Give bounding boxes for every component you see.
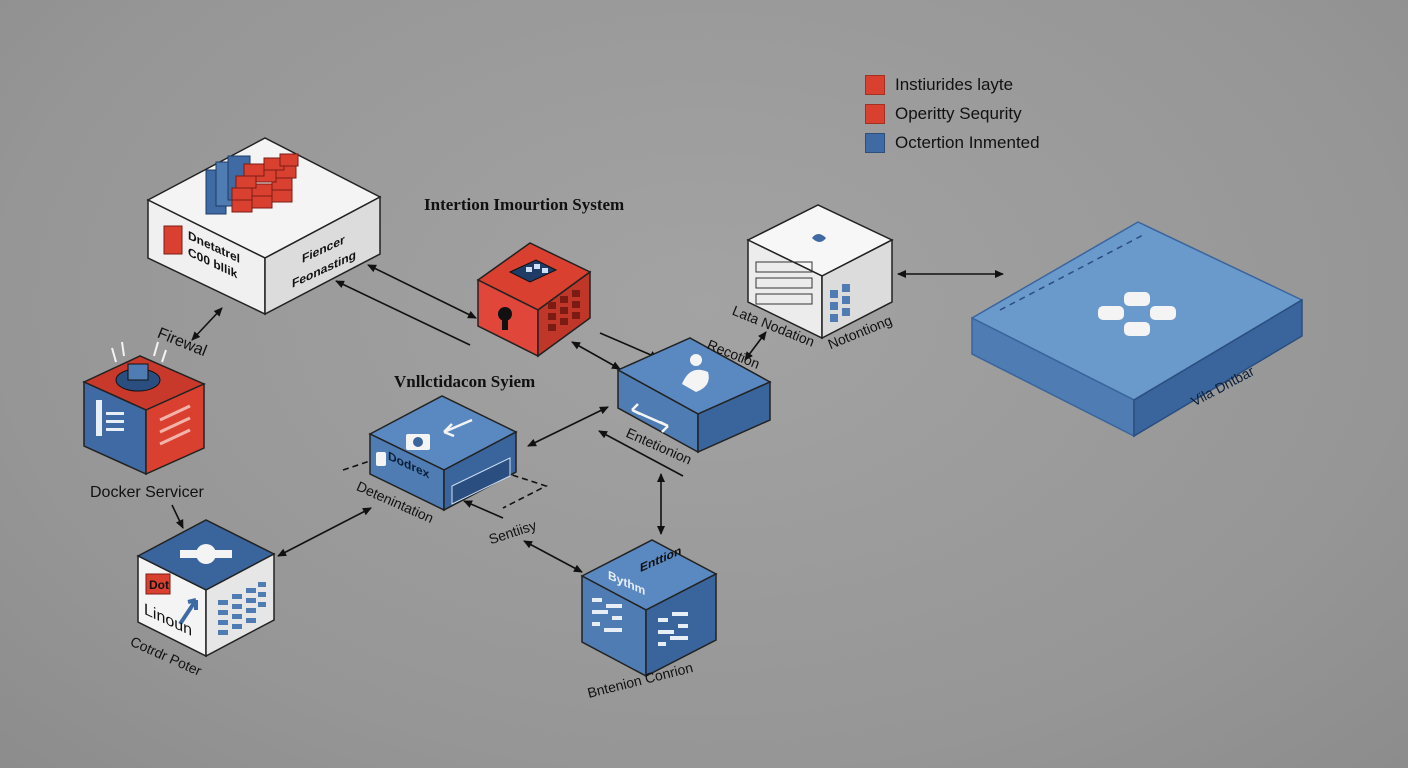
double-arrow-icon — [631, 403, 669, 433]
edge-container-mid — [277, 507, 372, 557]
docker-label: Docker Servicer — [90, 484, 204, 501]
edge-redcube-center — [571, 341, 621, 370]
container-badge-text: Dot — [149, 578, 169, 592]
grid-list-icon — [218, 582, 266, 635]
edge-trbox-center — [744, 331, 767, 361]
node-platform[interactable] — [971, 221, 1303, 438]
edge-mid-center — [527, 406, 609, 447]
edge-docker-container — [171, 504, 184, 529]
platform-logo-icon — [1098, 292, 1176, 336]
intention-system-title: Intertion Imourtion System — [424, 195, 625, 214]
node-top-box[interactable] — [146, 137, 382, 316]
platform-dashed-line — [999, 233, 1146, 311]
camera-small-icon — [376, 452, 386, 466]
edge-security-arrow — [463, 500, 504, 519]
node-data-node-box[interactable] — [746, 204, 894, 340]
panel-grid-icon — [830, 284, 850, 322]
window-icon — [508, 259, 558, 283]
red-tag-icon — [163, 225, 183, 255]
drop-icon — [812, 234, 826, 242]
node-container-cube[interactable] — [136, 519, 276, 658]
brick-wall-icon — [231, 153, 299, 213]
edge-firewall-topbox — [191, 307, 223, 341]
camera-icon — [406, 434, 430, 450]
edge-center-down — [598, 430, 684, 477]
legend-item: Operitty Sequrity — [865, 99, 1040, 128]
node-middle-box[interactable] — [368, 395, 518, 512]
legend: Instiurides layte Operitty Sequrity Octe… — [865, 70, 1040, 157]
arrow-left-icon — [443, 418, 473, 438]
keyhole-icon — [498, 307, 512, 330]
code-lines-icon — [592, 598, 688, 646]
legend-swatch — [865, 74, 885, 95]
edge-center-flow — [599, 332, 659, 359]
legend-label: Octertion Inmented — [895, 132, 1040, 152]
connectors — [171, 264, 1004, 573]
legend-item: Octertion Inmented — [865, 128, 1040, 157]
legend-item: Instiurides layte — [865, 70, 1040, 99]
edge-topbox-redcube-2 — [335, 280, 471, 346]
server-rack-icon — [96, 400, 124, 436]
vent-lines-icon — [159, 404, 191, 446]
node-bottom-cube[interactable] — [580, 539, 718, 678]
edge-mid-bottom — [523, 540, 583, 573]
kubernetes-wheel-icon — [180, 544, 232, 564]
red-badge — [145, 573, 171, 595]
legend-label: Operitty Sequrity — [895, 103, 1022, 123]
legend-label: Instiurides layte — [895, 74, 1014, 94]
cursor-arrow-icon — [178, 598, 198, 626]
drive-slots-icon — [755, 261, 813, 305]
slot-panel — [451, 457, 511, 505]
grid-panel-icon — [548, 290, 580, 331]
edge-mid-dashed — [342, 459, 549, 509]
legend-swatch — [865, 103, 885, 124]
node-security-cube[interactable] — [476, 242, 592, 358]
node-firewall[interactable] — [82, 341, 206, 476]
node-center-box[interactable] — [616, 337, 772, 454]
user-node-icon — [682, 354, 709, 392]
legend-swatch — [865, 132, 885, 153]
network-hub-icon — [111, 341, 167, 392]
edge-topbox-redcube-1 — [367, 264, 477, 319]
validation-system-title: Vnllctidacon Syiem — [394, 372, 536, 391]
